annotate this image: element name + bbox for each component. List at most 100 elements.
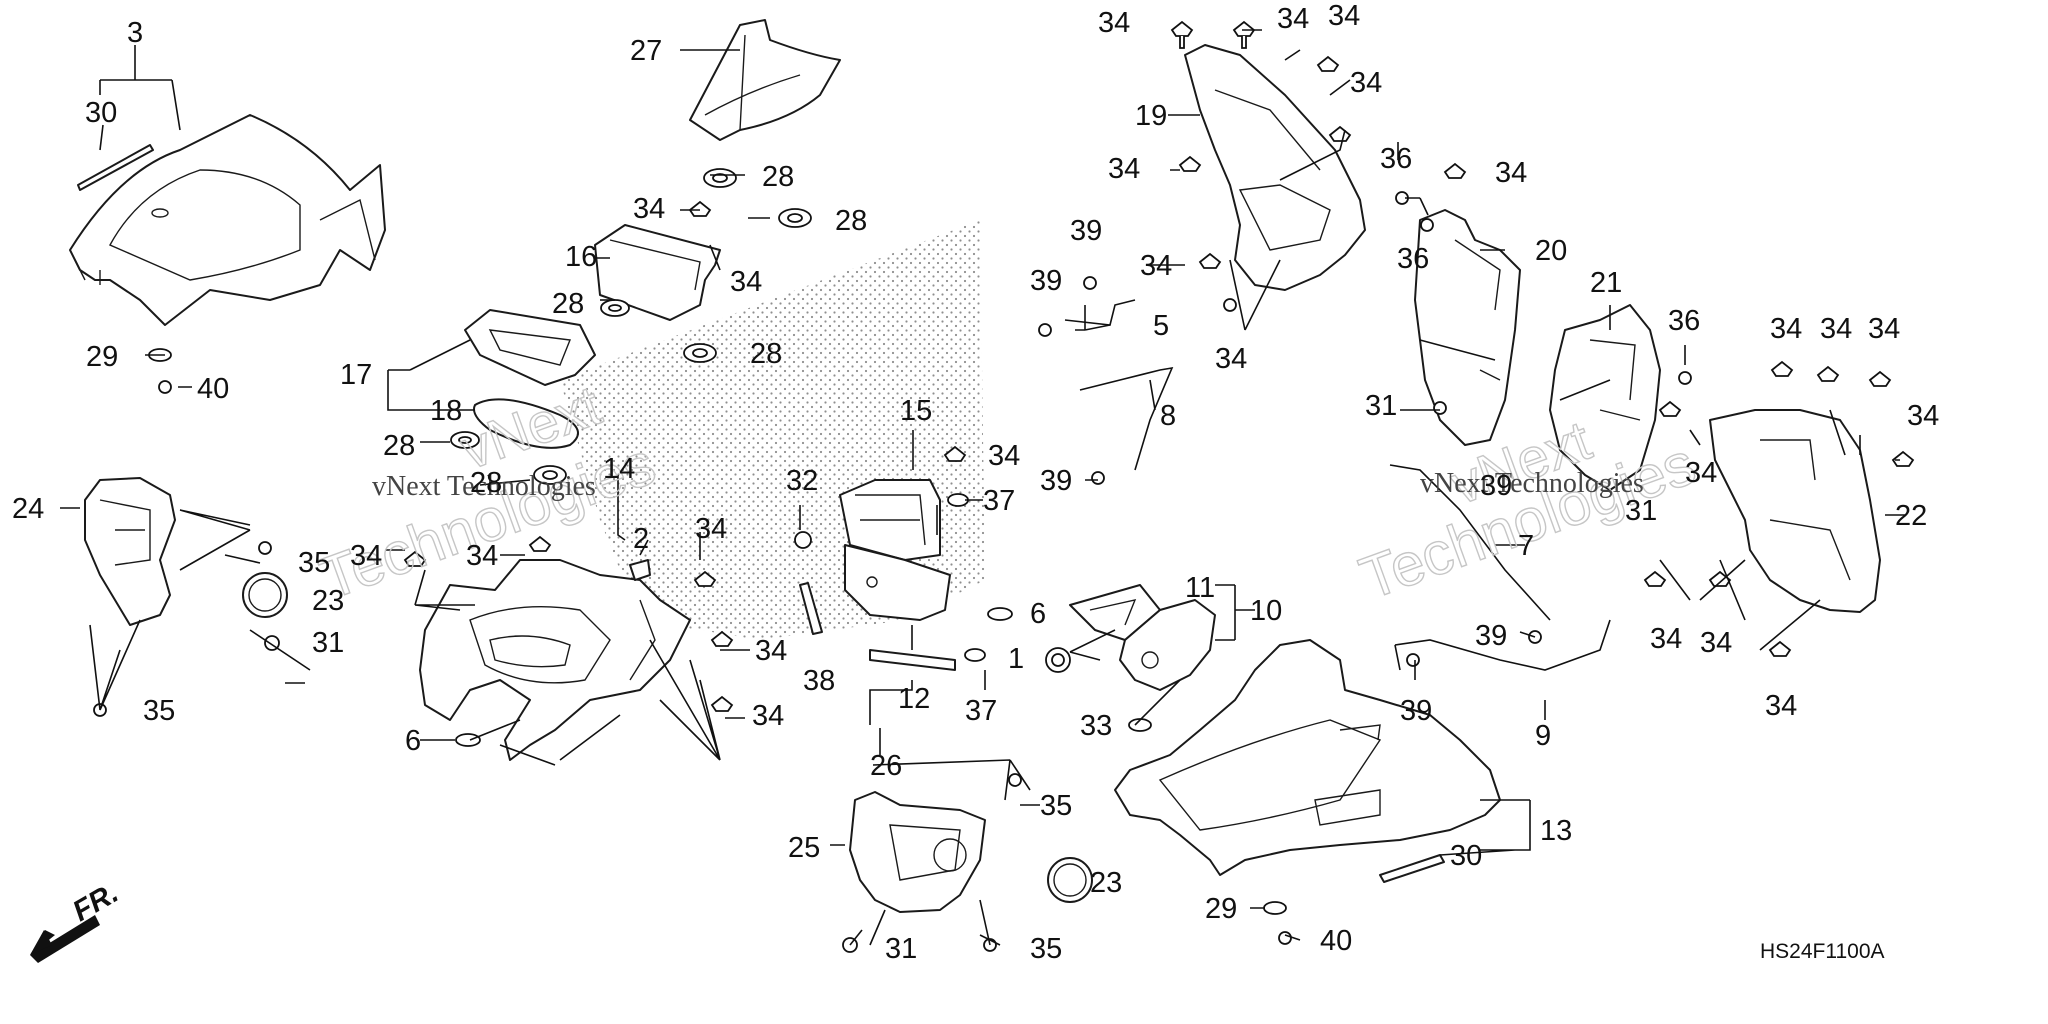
callout-35: 35 xyxy=(1040,790,1072,822)
callout-34: 34 xyxy=(1108,153,1140,185)
watermark-caption: vNext Technologies xyxy=(372,471,596,502)
callout-34: 34 xyxy=(730,266,762,298)
callout-11: 11 xyxy=(1185,572,1215,604)
part-2-clip[interactable] xyxy=(629,559,651,581)
callout-35: 35 xyxy=(143,695,175,727)
callout-39: 39 xyxy=(1480,470,1512,502)
callout-36: 36 xyxy=(1397,243,1429,275)
part-18-gasket[interactable] xyxy=(473,398,579,449)
callout-31: 31 xyxy=(1625,495,1657,527)
callout-27: 27 xyxy=(630,35,662,67)
callout-40: 40 xyxy=(1320,925,1352,957)
callout-14: 14 xyxy=(603,453,635,485)
callout-31: 31 xyxy=(1365,390,1397,422)
callout-18: 18 xyxy=(430,395,462,427)
callout-39: 39 xyxy=(1030,265,1062,297)
callout-28: 28 xyxy=(470,467,502,499)
callout-2: 2 xyxy=(633,523,649,555)
part-26-box-body[interactable] xyxy=(844,544,951,621)
callout-34: 34 xyxy=(1765,690,1797,722)
callout-12: 12 xyxy=(898,683,930,715)
callout-23: 23 xyxy=(1090,867,1122,899)
part-3-front-top-cover[interactable] xyxy=(69,114,386,326)
callout-34: 34 xyxy=(466,540,498,572)
part-17-meter-frame[interactable] xyxy=(464,309,596,386)
callout-34: 34 xyxy=(1098,7,1130,39)
callout-34: 34 xyxy=(1907,400,1939,432)
callout-36: 36 xyxy=(1380,143,1412,175)
callout-15: 15 xyxy=(900,395,932,427)
part-30-trim-strip[interactable] xyxy=(77,144,154,191)
callout-33: 33 xyxy=(1080,710,1112,742)
callout-10: 10 xyxy=(1250,595,1282,627)
part-8-stay[interactable] xyxy=(1079,366,1174,471)
callout-34: 34 xyxy=(1140,250,1172,282)
callout-34: 34 xyxy=(1820,313,1852,345)
callout-28: 28 xyxy=(383,430,415,462)
callout-21: 21 xyxy=(1590,267,1622,299)
callout-30: 30 xyxy=(85,97,117,129)
callout-8: 8 xyxy=(1160,400,1176,432)
callout-36: 36 xyxy=(1668,305,1700,337)
part-27-windscreen[interactable] xyxy=(689,19,841,141)
callout-26: 26 xyxy=(870,750,902,782)
diagram-code: HS24F1100A xyxy=(1760,940,1885,963)
watermark-caption: vNext Technologies xyxy=(1420,468,1644,499)
leader-lines xyxy=(60,29,1905,946)
callout-40: 40 xyxy=(197,373,229,405)
callout-39: 39 xyxy=(1040,465,1072,497)
part-19-side-panel[interactable] xyxy=(1184,44,1366,291)
part-12-hose[interactable] xyxy=(869,649,956,671)
callout-35: 35 xyxy=(298,547,330,579)
callout-22: 22 xyxy=(1895,500,1927,532)
callout-34: 34 xyxy=(1277,3,1309,35)
callout-39: 39 xyxy=(1475,620,1507,652)
part-24-left-bracket[interactable] xyxy=(84,477,176,626)
callout-28: 28 xyxy=(762,161,794,193)
callout-30: 30 xyxy=(1450,840,1482,872)
part-14-inner-panel[interactable] xyxy=(419,559,691,761)
callout-34: 34 xyxy=(1215,343,1247,375)
callout-34: 34 xyxy=(1650,623,1682,655)
part-7-rod[interactable] xyxy=(1389,464,1551,621)
callout-29: 29 xyxy=(1205,893,1237,925)
part-22-right-side-cover[interactable] xyxy=(1709,409,1881,613)
part-23-seal-ring-upper[interactable] xyxy=(242,572,288,618)
callout-34: 34 xyxy=(695,513,727,545)
callout-39: 39 xyxy=(1070,215,1102,247)
part-30-trim-strip-lower[interactable] xyxy=(1379,854,1445,883)
callout-34: 34 xyxy=(988,440,1020,472)
part-21-bracket[interactable] xyxy=(1549,304,1661,491)
callout-34: 34 xyxy=(633,193,665,225)
part-9-stay[interactable] xyxy=(1394,619,1611,671)
callout-3: 3 xyxy=(127,17,143,49)
front-direction-label: FR. xyxy=(68,877,124,928)
front-direction-arrow-icon xyxy=(30,915,100,963)
callout-32: 32 xyxy=(786,465,818,497)
part-38-strip[interactable] xyxy=(799,582,823,635)
callout-34: 34 xyxy=(755,635,787,667)
callout-35: 35 xyxy=(1030,933,1062,965)
callout-34: 34 xyxy=(1495,157,1527,189)
callout-numbers: 3 30 29 40 27 28 34 28 16 34 28 17 28 18… xyxy=(12,0,1939,965)
part-23-seal-ring-lower[interactable] xyxy=(1047,857,1093,903)
part-25-lower-bracket[interactable] xyxy=(849,791,986,913)
callout-37: 37 xyxy=(965,695,997,727)
callout-34: 34 xyxy=(1328,0,1360,32)
part-13-front-lower-fender[interactable] xyxy=(1114,639,1501,876)
callout-37: 37 xyxy=(983,485,1015,517)
callout-28: 28 xyxy=(552,288,584,320)
callout-6: 6 xyxy=(405,725,421,757)
part-10-cover-bracket[interactable] xyxy=(1119,599,1216,691)
callout-34: 34 xyxy=(752,700,784,732)
callout-13: 13 xyxy=(1540,815,1572,847)
callout-5: 5 xyxy=(1153,310,1169,342)
callout-9: 9 xyxy=(1535,720,1551,752)
callout-6: 6 xyxy=(1030,598,1046,630)
part-5-stay[interactable] xyxy=(1064,299,1136,326)
callout-34: 34 xyxy=(1868,313,1900,345)
part-15-box-cover[interactable] xyxy=(839,479,941,561)
part-20-right-inner-panel[interactable] xyxy=(1414,209,1521,446)
callout-23: 23 xyxy=(312,585,344,617)
